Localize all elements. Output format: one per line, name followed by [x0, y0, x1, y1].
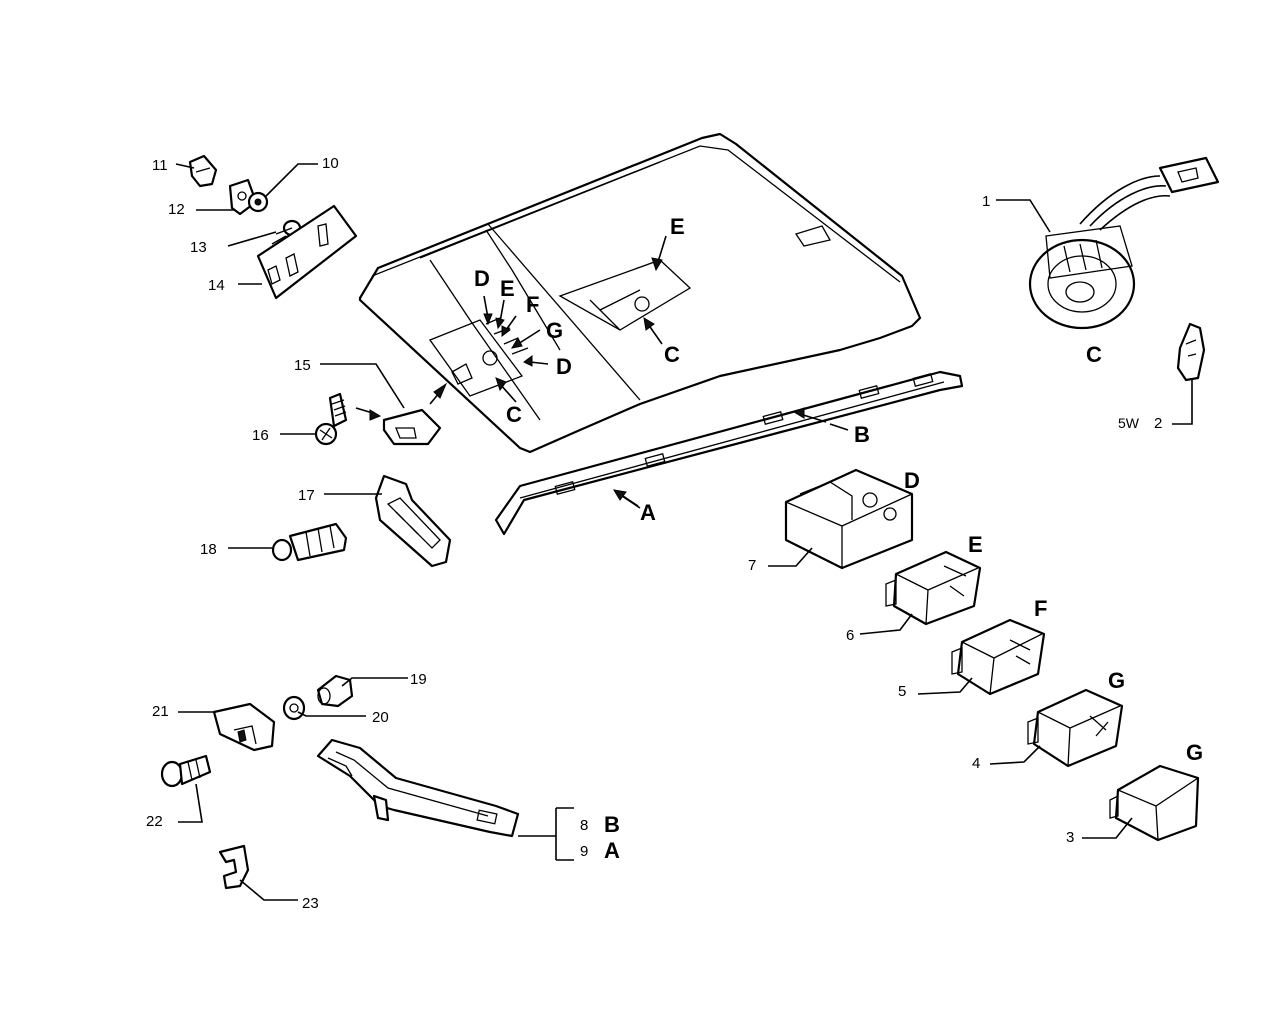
- label-9: 9: [580, 843, 588, 860]
- label-13: 13: [190, 239, 207, 256]
- label-16: 16: [252, 427, 269, 444]
- label-19: 19: [410, 671, 427, 688]
- leader-lines: [175, 163, 1193, 901]
- label-7: 7: [748, 557, 756, 574]
- letter-E-roof-2: E: [500, 276, 515, 301]
- label-8: 8: [580, 817, 588, 834]
- label-2: 2: [1154, 415, 1162, 432]
- part-18-pin: [271, 522, 348, 562]
- part-15-mount-clip: [382, 408, 442, 446]
- label-3: 3: [1066, 829, 1074, 846]
- label-10: 10: [322, 155, 339, 172]
- part-11-clip: [188, 154, 218, 188]
- label-20: 20: [372, 709, 389, 726]
- letter-C-socket: C: [1086, 342, 1102, 367]
- letter-A: A: [640, 500, 656, 525]
- part-1-lamp-socket: [1028, 156, 1220, 330]
- label-14: 14: [208, 277, 225, 294]
- letter-B: B: [854, 422, 870, 447]
- part-number-labels: 11 10 12 13 14 15 16 17 18 19 20 21 22 2…: [146, 155, 1162, 912]
- letter-F-roof: F: [526, 292, 539, 317]
- letter-E-roof: E: [670, 214, 685, 239]
- roof-rail-strip: [494, 370, 964, 536]
- letter-C-roof: C: [664, 342, 680, 367]
- letter-G-roof: G: [546, 318, 563, 343]
- part-22-screw: [160, 754, 212, 788]
- part-23-clip: [218, 844, 250, 890]
- part-4-switch-G: [1027, 688, 1124, 768]
- label-6: 6: [846, 627, 854, 644]
- part-7-switch-D: [784, 468, 914, 570]
- label-5w: 5W: [1118, 415, 1140, 431]
- label-21: 21: [152, 703, 169, 720]
- part-6-switch-E: [885, 550, 982, 626]
- letter-G-switch: G: [1108, 668, 1125, 693]
- part-10-washer: [247, 191, 269, 213]
- part-17-lamp-lens: [374, 474, 452, 568]
- letter-D-roof-2: D: [556, 354, 572, 379]
- label-12: 12: [168, 201, 185, 218]
- label-1: 1: [982, 193, 990, 210]
- part-3-switch-G: [1109, 764, 1200, 842]
- roof-headliner: [358, 132, 922, 454]
- label-11: 11: [152, 157, 168, 174]
- letter-F-switch: F: [1034, 596, 1047, 621]
- letter-D-roof: D: [474, 266, 490, 291]
- letter-E-switch: E: [968, 532, 983, 557]
- letter-D-switch: D: [904, 468, 920, 493]
- part-21-bracket: [212, 702, 276, 752]
- label-17: 17: [298, 487, 315, 504]
- letter-C-roof-2: C: [506, 402, 522, 427]
- label-4: 4: [972, 755, 980, 772]
- letter-labels: E C C D E F G D B A C D E F G G B A: [474, 214, 1203, 863]
- part-16-screw: [314, 392, 348, 446]
- part-19-bulb: [316, 674, 354, 708]
- label-5: 5: [898, 683, 906, 700]
- label-15: 15: [294, 357, 311, 374]
- arrows: [355, 235, 827, 507]
- part-20-washer: [282, 695, 306, 721]
- part-5-switch-F: [951, 618, 1046, 696]
- part-2-bulb: [1176, 322, 1206, 382]
- label-22: 22: [146, 813, 163, 830]
- part-14-plate: [256, 204, 358, 300]
- label-18: 18: [200, 541, 217, 558]
- part-8-9-handle: [316, 738, 520, 838]
- letter-A-handle: A: [604, 838, 620, 863]
- letter-G-switch-2: G: [1186, 740, 1203, 765]
- label-23: 23: [302, 895, 319, 912]
- letter-B-handle: B: [604, 812, 620, 837]
